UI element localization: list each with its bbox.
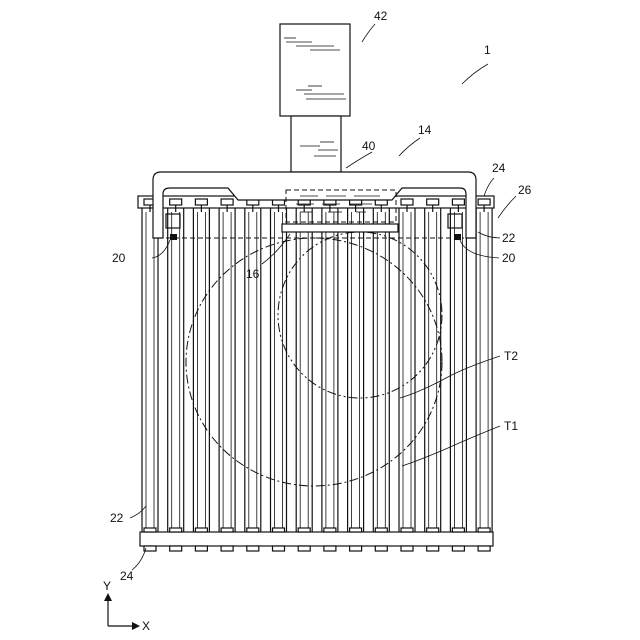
label-sensor-20-right: 20 xyxy=(502,251,516,265)
roller xyxy=(168,206,184,534)
label-track-t2: T2 xyxy=(504,349,518,363)
axes: Y X xyxy=(103,579,150,633)
roller xyxy=(425,206,441,534)
roller xyxy=(476,206,492,534)
roller xyxy=(193,206,209,534)
label-track-t1: T1 xyxy=(504,419,518,433)
roller xyxy=(219,206,235,534)
bottom-frame-24 xyxy=(140,532,493,546)
leader-42 xyxy=(362,24,375,42)
roller xyxy=(348,206,364,534)
label-roller-22-left: 22 xyxy=(110,511,124,525)
roller xyxy=(399,206,415,534)
roller xyxy=(245,206,261,534)
label-sensor-20-left: 20 xyxy=(112,251,126,265)
label-unit-14: 14 xyxy=(418,123,432,137)
axis-y-label: Y xyxy=(103,579,111,593)
axis-x-label: X xyxy=(142,619,150,633)
leader-24-top xyxy=(484,178,494,196)
leader-1 xyxy=(462,64,488,84)
leader-40 xyxy=(346,152,372,168)
label-motor-42: 42 xyxy=(374,9,388,23)
roller-group xyxy=(142,206,492,534)
roller xyxy=(373,206,389,534)
leader-26 xyxy=(498,196,516,218)
sensor-20-right xyxy=(454,234,461,240)
label-head-16: 16 xyxy=(246,267,260,281)
roller xyxy=(322,206,338,534)
roller xyxy=(142,206,158,534)
label-frame-24-bottom: 24 xyxy=(120,569,134,583)
label-roller-22-right: 22 xyxy=(502,231,516,245)
motor-42 xyxy=(280,24,350,116)
roller xyxy=(450,206,466,534)
label-shaft-40: 40 xyxy=(362,139,376,153)
label-conveyor-26: 26 xyxy=(518,183,532,197)
leader-14 xyxy=(399,138,420,156)
shaft-40 xyxy=(291,116,341,172)
sensor-20-left xyxy=(170,234,177,240)
label-frame-24-top: 24 xyxy=(492,161,506,175)
label-device-1: 1 xyxy=(484,43,491,57)
